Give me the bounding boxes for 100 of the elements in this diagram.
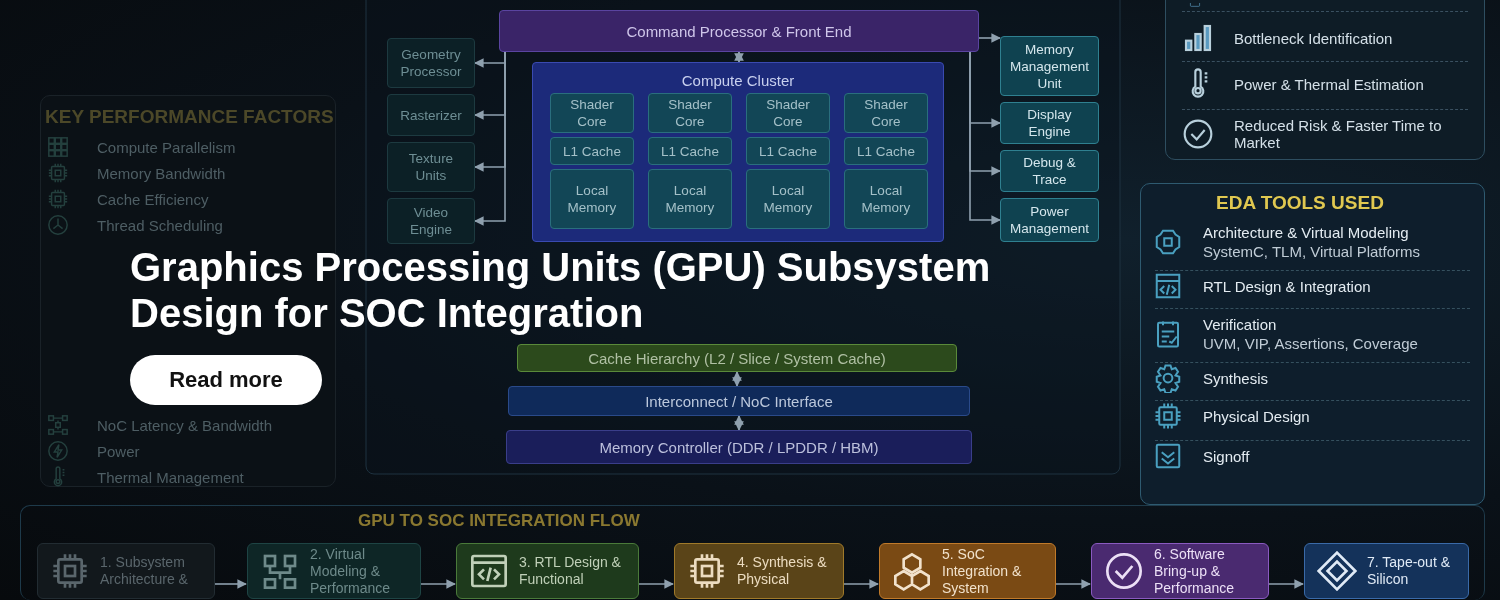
section-heading: EDA TOOLS USED bbox=[1216, 192, 1384, 214]
step-label: 1. Subsystem Architecture & bbox=[100, 554, 189, 588]
box-label: Shader Core bbox=[765, 96, 811, 130]
tools-panel bbox=[1140, 183, 1485, 505]
unit-box bbox=[844, 93, 928, 133]
box-label: Shader Core bbox=[863, 96, 909, 130]
tool-list: SystemC, TLM, Virtual Platforms bbox=[1203, 242, 1420, 261]
section-heading: GPU TO SOC INTEGRATION FLOW bbox=[358, 511, 640, 531]
interconnect-bar bbox=[508, 386, 970, 416]
unit-box bbox=[844, 137, 928, 165]
box-label: Local Memory bbox=[860, 182, 912, 216]
box-label: Power Management bbox=[1009, 203, 1090, 237]
box-label: Local Memory bbox=[664, 182, 716, 216]
factor-label: Power bbox=[97, 442, 140, 460]
step-box bbox=[37, 543, 215, 599]
unit-box bbox=[550, 137, 634, 165]
cache-bar bbox=[517, 344, 957, 372]
box-label: Command Processor & Front End bbox=[625, 22, 853, 40]
box-label: L1 Cache bbox=[562, 142, 622, 160]
process-box bbox=[1000, 36, 1099, 96]
arrow bbox=[842, 579, 879, 589]
box-label: Video Engine bbox=[408, 204, 453, 238]
arrow bbox=[637, 579, 674, 589]
benefit-label: Reduced Risk & Faster Time to Market bbox=[1234, 117, 1443, 151]
benefits-panel bbox=[1165, 0, 1485, 160]
factor-label: Cache Efficiency bbox=[97, 190, 209, 208]
box-label: Debug & Trace bbox=[1022, 154, 1077, 188]
arrow bbox=[969, 51, 1001, 225]
process-box bbox=[1000, 150, 1099, 192]
factor-label: NoC Latency & Bandwidth bbox=[97, 416, 273, 434]
arrow bbox=[978, 33, 1001, 43]
box-label: Memory Management Unit bbox=[1009, 40, 1090, 92]
cluster-box bbox=[532, 62, 944, 242]
step-box bbox=[674, 543, 844, 599]
step-label: 2. Virtual Modeling & Performance bbox=[310, 545, 392, 597]
factor-label: Compute Parallelism bbox=[97, 138, 236, 156]
unit-box bbox=[550, 93, 634, 133]
arrow bbox=[732, 371, 742, 387]
process-box bbox=[387, 38, 475, 88]
arrow bbox=[734, 51, 744, 63]
tool-category: Signoff bbox=[1203, 446, 1250, 466]
box-label: Local Memory bbox=[762, 182, 814, 216]
step-label: 6. Software Bring-up & Performance bbox=[1154, 545, 1236, 597]
flow-panel bbox=[20, 505, 1485, 600]
read-more-button: Read more bbox=[130, 355, 322, 405]
step-label: 4. Synthesis & Physical bbox=[737, 554, 828, 588]
process-box bbox=[499, 10, 979, 52]
box-label: Shader Core bbox=[667, 96, 713, 130]
step-box bbox=[879, 543, 1056, 599]
box-label: Memory Controller (DDR / LPDDR / HBM) bbox=[598, 438, 880, 456]
page-title: Graphics Processing Units (GPU) Subsystem Design for SOC Integration bbox=[130, 244, 992, 336]
step-box bbox=[456, 543, 639, 599]
tool-category: Verification bbox=[1203, 315, 1278, 334]
unit-box bbox=[746, 137, 830, 165]
section-heading: KEY PERFORMANCE FACTORS bbox=[45, 106, 334, 128]
box-label: L1 Cache bbox=[856, 142, 916, 160]
process-box bbox=[1000, 198, 1099, 242]
arrow bbox=[734, 415, 744, 431]
tool-category: RTL Design & Integration bbox=[1203, 276, 1371, 296]
step-label: 5. SoC Integration & System bbox=[942, 545, 1023, 597]
factor-label: Memory Bandwidth bbox=[97, 164, 226, 182]
controller-bar bbox=[506, 430, 972, 464]
step-box bbox=[247, 543, 421, 599]
process-box bbox=[387, 142, 475, 192]
benefit-label: Power & Thermal Estimation bbox=[1234, 75, 1424, 93]
tool-list: UVM, VIP, Assertions, Coverage bbox=[1203, 334, 1418, 353]
box-label: L1 Cache bbox=[660, 142, 720, 160]
box-label: Local Memory bbox=[566, 182, 618, 216]
factor-label: Thermal Management bbox=[97, 468, 244, 486]
box-label: Interconnect / NoC Interface bbox=[644, 392, 834, 410]
box-label: L1 Cache bbox=[758, 142, 818, 160]
step-box bbox=[1304, 543, 1469, 599]
step-box bbox=[1091, 543, 1269, 599]
box-label: Rasterizer bbox=[399, 106, 463, 124]
arrow bbox=[213, 579, 247, 589]
box-label: Cache Hierarchy (L2 / Slice / System Cache) bbox=[587, 349, 887, 367]
tool-category: Synthesis bbox=[1203, 368, 1269, 388]
box-label: Geometry Processor bbox=[399, 46, 463, 80]
tool-category: Physical Design bbox=[1203, 406, 1310, 426]
benefit-label: Bottleneck Identification bbox=[1234, 29, 1393, 47]
unit-box bbox=[746, 169, 830, 229]
box-label: Display Engine bbox=[1026, 106, 1073, 140]
process-box bbox=[387, 94, 475, 136]
unit-box bbox=[648, 137, 732, 165]
cluster-label: Compute Cluster bbox=[680, 72, 796, 89]
box-label: Shader Core bbox=[569, 96, 615, 130]
unit-box bbox=[550, 169, 634, 229]
box-label: Texture Units bbox=[407, 150, 455, 184]
arrow bbox=[1267, 579, 1304, 589]
step-label: 3. RTL Design & Functional bbox=[519, 554, 622, 588]
arrow bbox=[1054, 579, 1091, 589]
unit-box bbox=[648, 93, 732, 133]
tool-category: Architecture & Virtual Modeling bbox=[1203, 223, 1410, 242]
arrow bbox=[419, 579, 456, 589]
unit-box bbox=[746, 93, 830, 133]
unit-box bbox=[648, 169, 732, 229]
process-box bbox=[387, 198, 475, 244]
unit-box bbox=[844, 169, 928, 229]
factor-label: Thread Scheduling bbox=[97, 216, 223, 234]
step-label: 7. Tape-out & Silicon bbox=[1367, 554, 1452, 588]
